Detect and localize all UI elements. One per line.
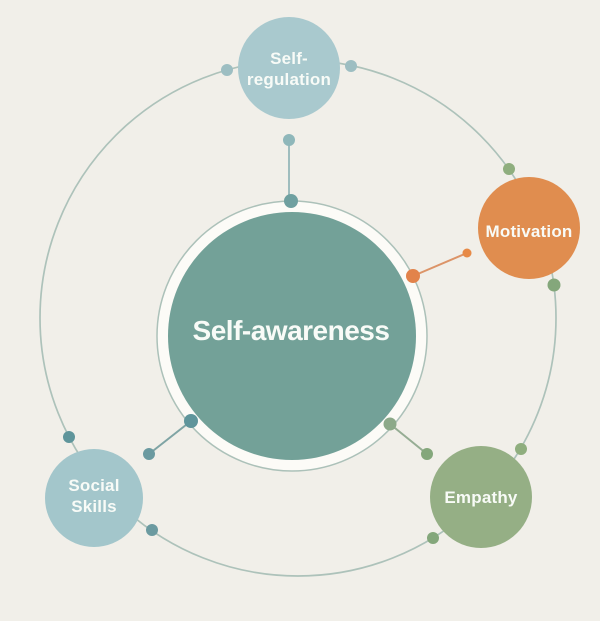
node-self-regulation: Self- regulation: [238, 17, 340, 119]
node-motivation: Motivation: [478, 177, 580, 279]
center-circle: [168, 212, 416, 460]
ring-dot-social-skills-upper: [63, 431, 75, 443]
ring-dot-social-skills-lower: [146, 524, 158, 536]
spoke-dot-motivation: [462, 248, 472, 258]
ring-dot-motivation-lower: [547, 278, 561, 292]
node-social-skills-label-line1: Social: [68, 476, 119, 495]
node-social-skills: Social Skills: [45, 449, 143, 547]
node-empathy-label: Empathy: [444, 488, 518, 507]
ring-dot-empathy-lower: [427, 532, 439, 544]
node-social-skills-label-line2: Skills: [71, 497, 117, 516]
hub-dot-top: [284, 194, 298, 208]
node-self-regulation-circle: [238, 17, 340, 119]
node-motivation-label: Motivation: [486, 222, 573, 241]
hub-dot-right: [406, 269, 420, 283]
hub-dot-bottom-right: [383, 417, 397, 431]
center-label: Self-awareness: [193, 315, 390, 346]
node-motivation-circle: [478, 177, 580, 279]
spoke-dot-social-skills: [143, 448, 155, 460]
node-social-skills-circle: [45, 449, 143, 547]
spoke-dot-self-regulation: [283, 134, 295, 146]
node-self-regulation-label-line1: Self-: [270, 49, 308, 68]
ring-dot-empathy-upper: [515, 443, 527, 455]
ring-dot-self-regulation-right: [345, 60, 357, 72]
ring-dot-self-regulation-left: [221, 64, 233, 76]
node-self-awareness: Self-awareness: [156, 200, 428, 472]
hub-dot-bottom-left: [184, 414, 198, 428]
ring-dot-motivation-upper: [503, 163, 515, 175]
connector-empathy: [389, 423, 428, 455]
node-empathy: Empathy: [430, 446, 532, 548]
node-empathy-circle: [430, 446, 532, 548]
spoke-dot-empathy: [421, 448, 433, 460]
connector-motivation: [412, 252, 468, 277]
connector-social-skills: [148, 420, 192, 455]
node-self-regulation-label-line2: regulation: [247, 70, 331, 89]
